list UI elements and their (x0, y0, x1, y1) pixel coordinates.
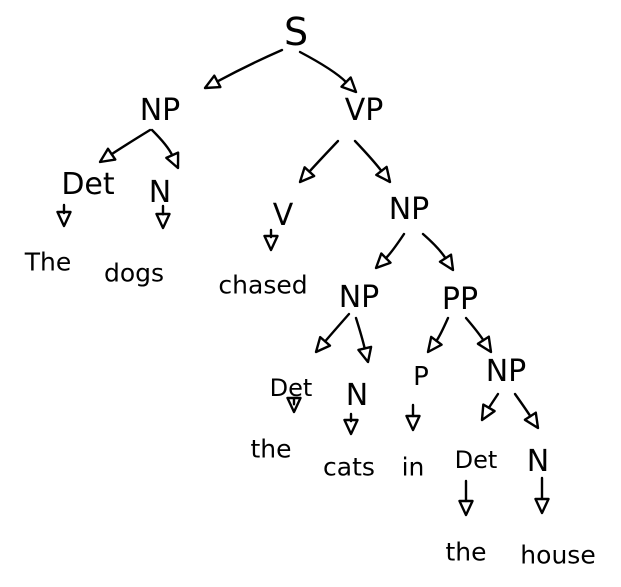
word-cats: cats (323, 452, 375, 482)
edge-p-in (405, 403, 421, 432)
edge-n2-cats (343, 412, 359, 436)
edge-line (487, 392, 500, 409)
edge-np1-n1 (150, 128, 180, 170)
edge-n3-house (534, 476, 550, 515)
edge-n1-dogs (155, 204, 171, 230)
node-det2: Det (269, 374, 313, 402)
edge-line (384, 232, 406, 260)
node-n2: N (345, 378, 369, 413)
edge-line (216, 48, 284, 83)
word-the-3: the (445, 537, 487, 567)
word-in: in (401, 452, 425, 482)
edge-np4-n3 (513, 392, 540, 430)
node-det1: Det (61, 167, 115, 202)
node-np1: NP (139, 93, 181, 128)
edge-line (308, 139, 340, 173)
edge-pp-p (426, 316, 450, 354)
arrowhead-icon (357, 345, 373, 364)
edge-det3-the (458, 479, 474, 517)
edge-line (435, 316, 450, 342)
edge-line (323, 312, 351, 343)
arrowhead-icon (263, 234, 279, 252)
word-the-1: The (24, 247, 72, 277)
word-chased: chased (218, 270, 308, 300)
arrowhead-icon (314, 335, 332, 354)
edge-pp-np4 (464, 316, 493, 354)
edge-v-chased (263, 228, 279, 252)
word-dogs: dogs (103, 258, 165, 288)
edge-vp-np2 (353, 139, 392, 184)
edge-np2-np3 (374, 232, 406, 270)
arrowhead-icon (286, 396, 302, 414)
edge-line (298, 50, 348, 84)
edge-np3-det2 (314, 312, 351, 354)
arrowhead-icon (343, 418, 359, 436)
edge-line (353, 139, 383, 173)
node-vp: VP (344, 93, 384, 128)
arrowhead-icon (165, 151, 180, 170)
node-n1: N (148, 175, 172, 210)
edge-line (150, 128, 174, 157)
edge-det1-the (56, 203, 72, 228)
edge-line (354, 316, 366, 350)
arrowhead-icon (523, 411, 540, 430)
arrowhead-icon (476, 335, 493, 354)
node-det3: Det (454, 446, 498, 474)
edge-line (110, 128, 152, 156)
arrowhead-icon (458, 499, 474, 517)
edge-np4-det3 (480, 392, 500, 422)
arrowhead-icon (56, 210, 72, 228)
word-house: house (520, 540, 596, 570)
node-p: P (413, 362, 429, 392)
word-the-2: the (250, 434, 292, 464)
arrowhead-icon (98, 147, 117, 164)
edge-line (421, 232, 447, 260)
edge-np1-det1 (98, 128, 152, 164)
arrowhead-icon (298, 166, 316, 184)
node-n3: N (526, 444, 550, 479)
arrowhead-icon (438, 253, 455, 272)
edge-np2-pp (421, 232, 455, 272)
node-np4: NP (485, 354, 527, 389)
arrowhead-icon (534, 497, 550, 515)
arrowhead-icon (405, 414, 421, 432)
node-np3: NP (338, 280, 380, 315)
arrowhead-icon (426, 335, 443, 354)
edge-vp-v (298, 139, 340, 184)
arrowhead-icon (340, 76, 358, 94)
node-np2: NP (388, 192, 430, 227)
arrowhead-icon (480, 403, 496, 422)
edge-line (464, 316, 485, 342)
edge-det2-the (286, 396, 302, 414)
arrowhead-icon (203, 74, 222, 90)
node-pp: PP (441, 282, 479, 317)
node-s: S (283, 10, 309, 54)
edge-np3-n2 (354, 316, 373, 364)
arrowhead-icon (155, 212, 171, 230)
node-v: V (272, 198, 294, 233)
edge-s-np1 (203, 48, 284, 90)
edge-s-vp (298, 50, 358, 94)
arrowhead-icon (375, 165, 392, 184)
arrowhead-icon (374, 252, 392, 270)
edge-line (513, 392, 532, 418)
